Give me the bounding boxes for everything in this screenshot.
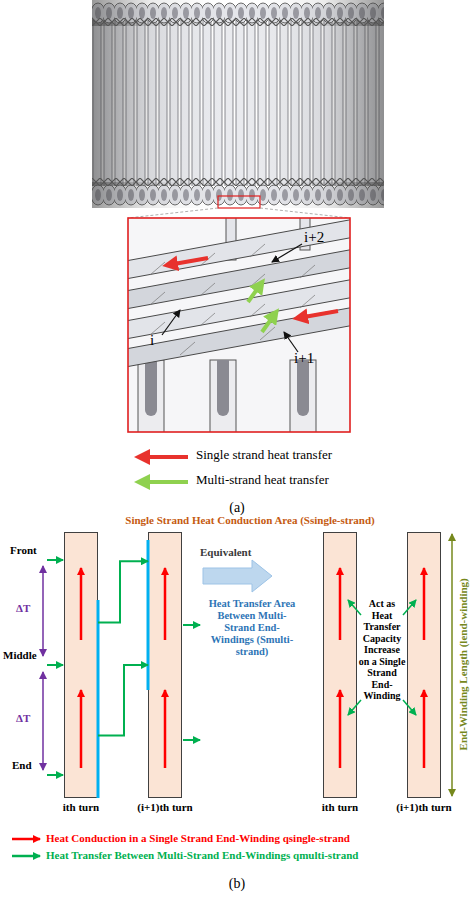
transfer-area-lines: [147, 540, 150, 690]
heat-transfer-arrow: [98, 665, 148, 735]
zoom-inset: [145, 360, 157, 416]
zoom-inset: [128, 218, 350, 432]
end-winding-bar: ith turn: [323, 532, 357, 798]
stator-coil: [92, 178, 384, 186]
turn-label: (i+1)th turn: [137, 801, 192, 814]
legend-samples-b: [12, 838, 40, 841]
turn-label: (i+1)th turn: [396, 801, 451, 814]
stator-coil: [92, 0, 384, 26]
conduction-arrows: [81, 568, 424, 768]
conduction-arrows: [80, 690, 83, 768]
heat-input-arrows: [183, 624, 200, 626]
capacity-leaders: [403, 600, 416, 615]
temperature-step: ΔT: [16, 602, 30, 615]
equivalent-arrow: [203, 560, 272, 592]
position-label: Front: [10, 544, 37, 557]
equivalent-label: Equivalent: [200, 546, 251, 559]
delta-t-arrows: [42, 566, 44, 656]
transfer-area-lines: [98, 540, 148, 798]
conduction-arrows: [164, 690, 167, 768]
zoom-lines: [128, 196, 350, 218]
heat-input-arrows: [47, 560, 200, 775]
delta-t-arrows: [42, 672, 44, 770]
end-winding-bar: (i+1)th turn: [407, 532, 441, 798]
stator-coil: [92, 18, 384, 26]
capacity-leaders: [348, 600, 361, 615]
inset-arrows: [284, 332, 298, 352]
panel-label: (a): [0, 500, 474, 516]
inset-arrows: [162, 244, 338, 352]
inset-arrows: [262, 318, 272, 332]
stator-coil: [92, 0, 384, 208]
position-label: End: [12, 759, 32, 772]
delta-t-arrows: [42, 566, 44, 770]
zoom-inset: [210, 360, 236, 432]
conduction-arrows: [339, 690, 342, 768]
transfer-area-lines: [97, 600, 100, 798]
zoom-inset: [150, 244, 315, 355]
zoom-inset: [138, 360, 164, 432]
legend-samples-a: [146, 457, 188, 482]
conduction-arrows: [423, 568, 426, 640]
conduction-arrows: [164, 568, 167, 640]
legend-samples-b: [12, 855, 40, 858]
zoom-inset: [297, 360, 309, 416]
length-label: End-Winding Length (lend-winding): [457, 533, 470, 795]
legend-samples-a: [146, 480, 188, 484]
length-dimension: [451, 534, 453, 796]
stator-coil: [92, 0, 384, 26]
stator-coil: [92, 20, 384, 186]
conduction-arrows: [80, 568, 83, 640]
legend-samples-b: [12, 839, 40, 856]
zoom-lines: [128, 208, 218, 218]
conduction-arrows: [339, 568, 342, 640]
turn-label: ith turn: [322, 801, 358, 814]
legend-text: Heat Conduction in a Single Strand End-W…: [46, 832, 350, 845]
end-winding-bar: ith turn: [64, 532, 98, 798]
temperature-step: ΔT: [16, 712, 30, 725]
heat-input-arrows: [47, 559, 63, 561]
capacity-note: Act as Heat Transfer Capacity Increase o…: [358, 598, 406, 702]
legend-samples-a: [146, 455, 188, 459]
zoom-lines: [218, 196, 260, 208]
area-note: Single Strand Heat Conduction Area (Ssin…: [60, 514, 440, 527]
capacity-leaders: [403, 700, 416, 715]
inset-arrows: [162, 310, 180, 335]
heat-transfer-arrow: [98, 561, 148, 622]
inset-arrows: [272, 244, 302, 262]
legend-text: Heat Transfer Between Multi-Strand End-W…: [46, 849, 358, 862]
inset-arrows: [304, 311, 338, 317]
area-note: Heat Transfer Area Between Multi-Strand …: [204, 598, 300, 658]
heat-input-arrows: [183, 739, 200, 741]
inset-frame: [128, 218, 350, 432]
turn-label: ith turn: [63, 801, 99, 814]
conduction-arrows: [423, 690, 426, 768]
legend-text: Single strand heat transfer: [196, 448, 332, 463]
heat-input-arrows: [47, 774, 63, 776]
zoom-inset: [128, 306, 350, 368]
strand-index: i+2: [304, 229, 324, 246]
zoom-inset: [290, 360, 316, 432]
panel-label: (b): [0, 876, 474, 892]
position-label: Middle: [3, 649, 37, 662]
heat-input-arrows: [47, 664, 63, 666]
strand-index: i+1: [294, 350, 314, 367]
strand-index: i: [150, 332, 154, 349]
stator-coil: [92, 20, 384, 186]
zoom-inset: [217, 360, 229, 416]
inset-arrows: [174, 258, 208, 264]
inset-arrows: [248, 288, 258, 302]
zoom-lines: [260, 208, 350, 218]
capacity-leaders: [348, 700, 361, 715]
end-winding-bar: (i+1)th turn: [148, 532, 182, 798]
legend-text: Multi-strand heat transfer: [196, 473, 329, 488]
